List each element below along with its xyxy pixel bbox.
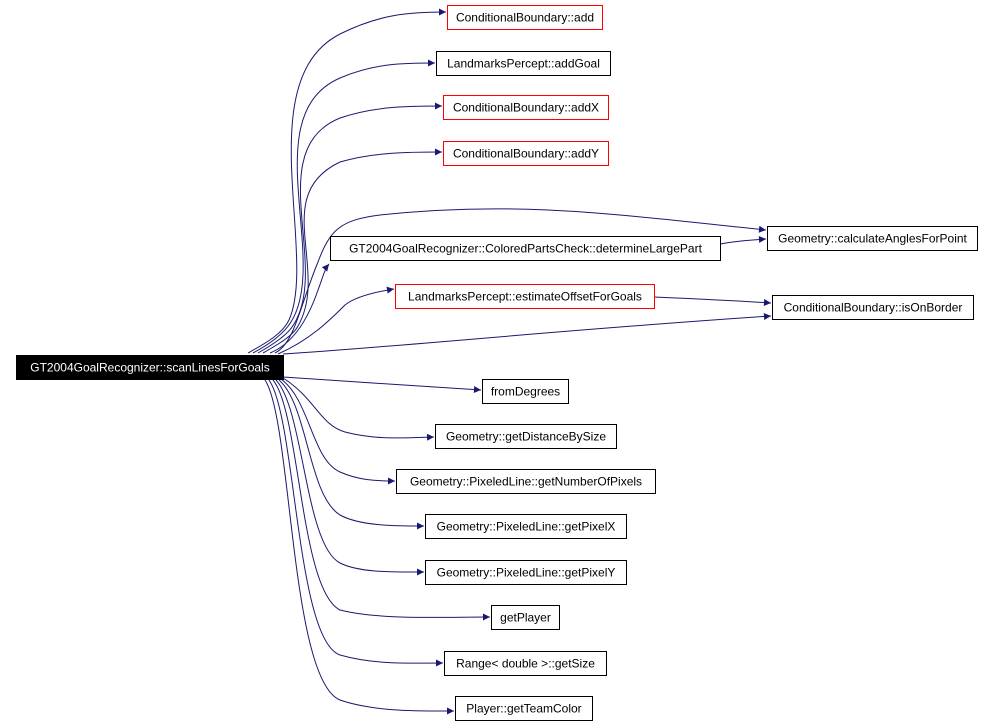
edge-root-to-geo-cafp: [274, 208, 767, 354]
node-cb-isonborder[interactable]: ConditionalBoundary::isOnBorder: [772, 295, 974, 320]
edge-root-to-cb-isonborder: [282, 312, 772, 355]
node-lp-eofg[interactable]: LandmarksPercept::estimateOffsetForGoals: [395, 284, 655, 309]
edge-root-to-cb-add: [247, 8, 447, 354]
node-box: [435, 424, 617, 449]
node-fromdegrees[interactable]: fromDegrees: [482, 379, 569, 404]
node-label: Player::getTeamColor: [466, 702, 581, 716]
node-box: [330, 236, 721, 261]
node-box: [436, 51, 611, 76]
node-box: [491, 605, 560, 630]
edge-root-to-lp-eofg: [277, 286, 395, 355]
node-pl-gnop[interactable]: Geometry::PixeledLine::getNumberOfPixels: [396, 469, 656, 494]
node-pl-gpy[interactable]: Geometry::PixeledLine::getPixelY: [425, 560, 627, 585]
edge-root-to-pl-gpx: [278, 379, 425, 530]
node-label: LandmarksPercept::addGoal: [447, 57, 600, 71]
node-label: Geometry::PixeledLine::getPixelX: [437, 520, 616, 534]
node-label: GT2004GoalRecognizer::scanLinesForGoals: [30, 361, 269, 375]
node-box: [482, 379, 569, 404]
node-box: [447, 5, 603, 30]
edge-root-to-player-gtc: [264, 379, 455, 715]
nodes-layer: GT2004GoalRecognizer::scanLinesForGoals C…: [16, 5, 978, 721]
node-label: Geometry::calculateAnglesForPoint: [778, 232, 967, 246]
node-box: [444, 651, 607, 676]
edge-cpc-dlp-to-geo-cafp: [719, 235, 767, 245]
node-box: [395, 284, 655, 309]
node-label: ConditionalBoundary::addX: [453, 101, 599, 115]
node-cb-addx[interactable]: ConditionalBoundary::addX: [443, 95, 609, 120]
node-box: [772, 295, 974, 320]
edge-root-to-pl-gpy: [275, 379, 425, 576]
node-label: Geometry::PixeledLine::getNumberOfPixels: [410, 475, 642, 489]
node-box: [396, 469, 656, 494]
node-geo-gdbs[interactable]: Geometry::getDistanceBySize: [435, 424, 617, 449]
node-label: GT2004GoalRecognizer::ColoredPartsCheck:…: [349, 242, 703, 256]
edge-root-to-geo-gdbs: [282, 377, 435, 441]
edge-root-to-getplayer: [272, 379, 491, 621]
node-box: [425, 514, 627, 539]
node-label: ConditionalBoundary::add: [456, 11, 594, 25]
node-box: [16, 355, 284, 380]
node-label: ConditionalBoundary::isOnBorder: [784, 301, 963, 315]
node-lp-addgoal[interactable]: LandmarksPercept::addGoal: [436, 51, 611, 76]
node-geo-cafp[interactable]: Geometry::calculateAnglesForPoint: [767, 226, 978, 251]
node-cb-add[interactable]: ConditionalBoundary::add: [447, 5, 603, 30]
edge-root-to-pl-gnop: [280, 378, 396, 485]
edge-root-to-range-getsize: [268, 379, 444, 667]
node-label: Geometry::PixeledLine::getPixelY: [437, 566, 616, 580]
node-range-getsize[interactable]: Range< double >::getSize: [444, 651, 607, 676]
node-box: [455, 696, 593, 721]
node-getplayer[interactable]: getPlayer: [491, 605, 560, 630]
edge-lp-eofg-to-cb-isonborder: [653, 296, 772, 307]
node-player-gtc[interactable]: Player::getTeamColor: [455, 696, 593, 721]
edge-root-to-lp-addgoal: [252, 59, 436, 354]
node-cpc-dlp[interactable]: GT2004GoalRecognizer::ColoredPartsCheck:…: [330, 236, 721, 261]
node-label: Geometry::getDistanceBySize: [446, 430, 606, 444]
edge-root-to-cb-addx: [257, 102, 443, 354]
node-label: ConditionalBoundary::addY: [453, 147, 599, 161]
node-box: [443, 141, 609, 166]
node-pl-gpx[interactable]: Geometry::PixeledLine::getPixelX: [425, 514, 627, 539]
edges-layer: [247, 8, 772, 715]
node-box: [767, 226, 978, 251]
node-label: getPlayer: [500, 611, 551, 625]
node-label: fromDegrees: [491, 385, 560, 399]
node-label: LandmarksPercept::estimateOffsetForGoals: [408, 290, 642, 304]
node-box: [425, 560, 627, 585]
root-node[interactable]: GT2004GoalRecognizer::scanLinesForGoals: [16, 355, 284, 380]
node-box: [443, 95, 609, 120]
node-label: Range< double >::getSize: [456, 657, 595, 671]
node-cb-addy[interactable]: ConditionalBoundary::addY: [443, 141, 609, 166]
edge-root-to-fromdegrees: [282, 376, 482, 394]
